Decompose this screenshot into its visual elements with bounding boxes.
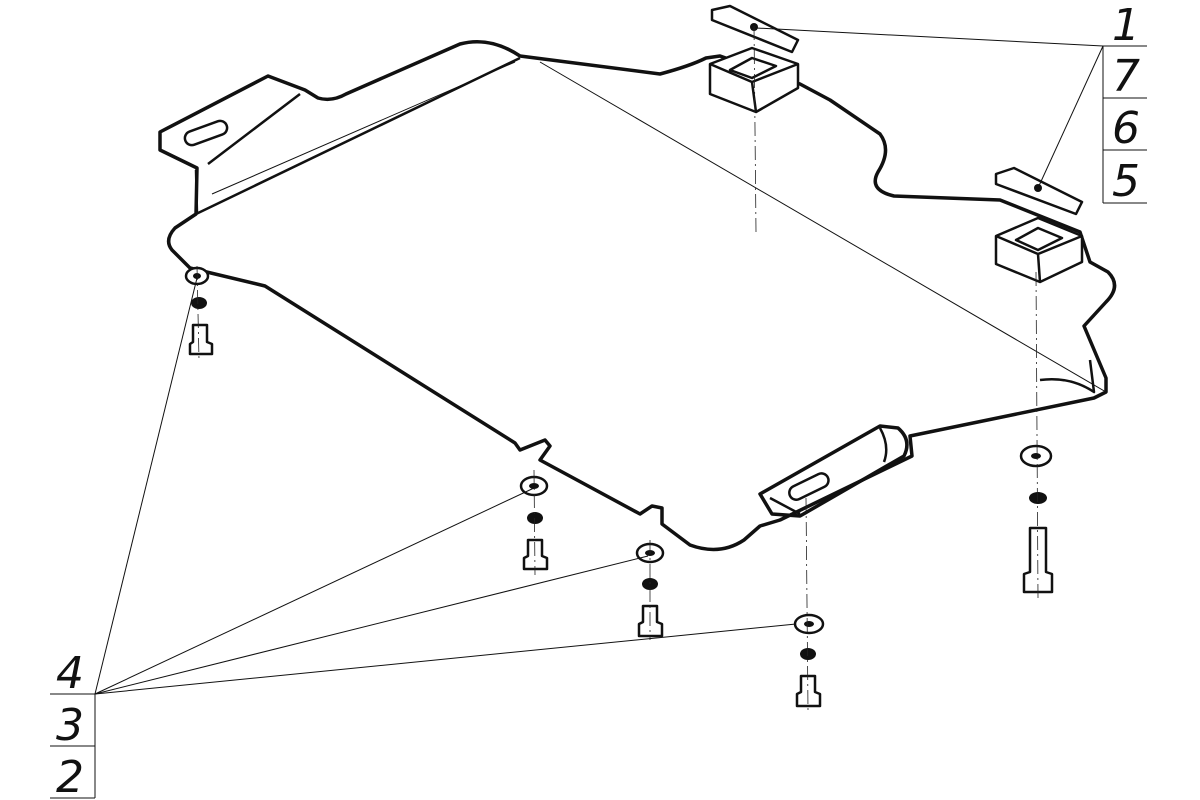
plate-fold-left: [194, 56, 521, 216]
callout-1: 1: [1112, 0, 1140, 51]
front-bracket-inner: [769, 427, 888, 516]
callout-group-right: 1 7 6 5: [1102, 0, 1147, 207]
bracket-assembly-lower: [994, 166, 1084, 284]
leader-lines: [94, 27, 1104, 695]
bolt: [637, 604, 664, 638]
bracket-assembly-upper: [708, 4, 800, 114]
lock-washer: [1029, 492, 1047, 504]
plate-fold-right: [1039, 359, 1096, 394]
rear-tab-slot: [183, 119, 229, 147]
plate-outline: [158, 40, 1117, 552]
washer-hole: [529, 483, 539, 489]
front-bracket: [758, 424, 909, 518]
square-spacer-lower-top: [995, 226, 1083, 283]
bolt: [795, 674, 822, 708]
callout-7: 7: [1112, 51, 1140, 102]
axis-lines: [196, 25, 1039, 711]
washer-hole: [1031, 453, 1041, 459]
plate-fold-top: [211, 61, 1107, 393]
callout-2: 2: [56, 752, 84, 800]
lock-washer: [800, 648, 816, 660]
lock-washer: [527, 512, 543, 524]
skid-plate: [158, 40, 1117, 552]
bolt: [188, 323, 214, 356]
callout-5: 5: [1112, 156, 1140, 207]
square-spacer-upper-top: [709, 56, 799, 113]
callout-3: 3: [56, 700, 84, 751]
fasteners: [184, 266, 1054, 708]
front-bracket-slot: [788, 472, 830, 501]
bolt: [522, 538, 549, 571]
lock-washer: [191, 297, 207, 309]
callout-group-left: 4 3 2: [50, 648, 96, 800]
washer-hole: [804, 621, 814, 627]
callout-6: 6: [1112, 103, 1140, 154]
callout-4: 4: [56, 648, 84, 699]
